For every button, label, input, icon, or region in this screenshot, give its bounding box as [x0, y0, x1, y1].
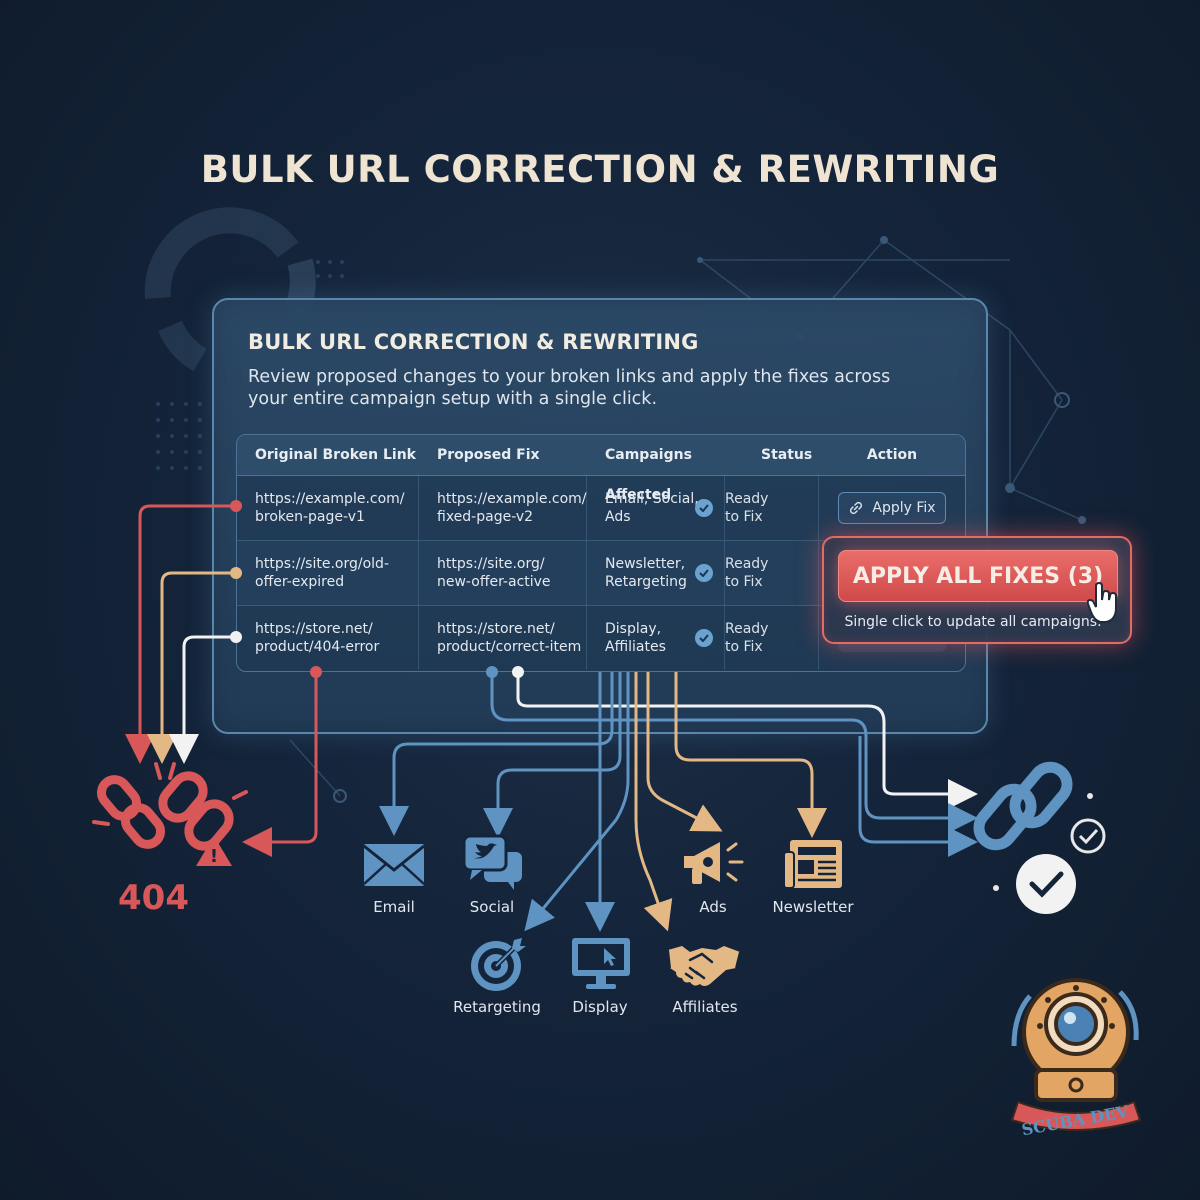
scuba-dev-logo: SCUBA DEV: [1010, 978, 1142, 1139]
panel-title: BULK URL CORRECTION & REWRITING: [248, 330, 699, 354]
apply-all-fixes-button[interactable]: APPLY ALL FIXES (3): [838, 550, 1118, 602]
channel-social-label: Social: [469, 898, 515, 916]
original-link[interactable]: https://example.com/ broken-page-v1: [255, 491, 405, 525]
proposed-fix-link[interactable]: https://example.com/ fixed-page-v2: [437, 491, 587, 525]
handshake-icon: [667, 946, 741, 986]
megaphone-icon: [684, 842, 744, 884]
channel-retargeting-label: Retargeting: [453, 998, 541, 1016]
channel-ads-label: Ads: [699, 898, 727, 916]
envelope-icon: [363, 844, 425, 886]
channel-email-label: Email: [373, 898, 415, 916]
status-badge: Ready to Fix: [725, 491, 769, 525]
error-code-404: 404: [118, 878, 189, 918]
target-icon: [471, 938, 526, 991]
table-row: https://store.net/ product/404-error htt…: [237, 606, 965, 670]
monitor-icon: [572, 938, 630, 989]
svg-text:!: !: [210, 846, 218, 867]
campaigns-affected: Display, Affiliates: [605, 621, 666, 655]
apply-fix-button[interactable]: Apply Fix: [838, 492, 946, 524]
check-circle-icon: [695, 629, 713, 647]
channel-display-label: Display: [572, 998, 628, 1016]
url-correction-panel: BULK URL CORRECTION & REWRITING Review p…: [212, 298, 988, 734]
campaigns-affected: Newsletter, Retargeting: [605, 556, 687, 590]
status-badge: Ready to Fix: [725, 556, 769, 590]
original-link[interactable]: https://site.org/old- offer-expired: [255, 556, 389, 590]
panel-description: Review proposed changes to your broken l…: [248, 367, 891, 409]
page-title: BULK URL CORRECTION & REWRITING: [200, 148, 1000, 191]
campaigns-affected: Email, Social, Ads: [605, 491, 699, 525]
apply-all-callout: APPLY ALL FIXES (3) Single click to upda…: [822, 536, 1132, 644]
original-link[interactable]: https://store.net/ product/404-error: [255, 621, 380, 655]
chat-bubbles-icon: [462, 834, 522, 890]
broken-link-icon: !: [92, 762, 248, 867]
status-badge: Ready to Fix: [725, 621, 769, 655]
hand-cursor-icon: [1086, 581, 1120, 628]
proposed-fix-link[interactable]: https://site.org/ new-offer-active: [437, 556, 551, 590]
link-icon: [848, 500, 864, 516]
proposed-fix-link[interactable]: https://store.net/ product/correct-item: [437, 621, 582, 655]
newspaper-icon: [783, 840, 842, 889]
apply-fix-label: Apply Fix: [872, 500, 936, 516]
header-action: Action: [866, 447, 918, 463]
channel-affiliates-label: Affiliates: [672, 998, 738, 1016]
header-original-broken-link: Original Broken Link: [255, 447, 416, 463]
header-campaigns-affected: Campaigns Affected: [605, 447, 692, 503]
check-circle-icon: [695, 564, 713, 582]
table-header: Original Broken Link Proposed Fix Campai…: [237, 435, 965, 503]
apply-all-caption: Single click to update all campaigns.: [844, 614, 1102, 630]
check-circle-icon: [695, 499, 713, 517]
channel-newsletter-label: Newsletter: [772, 898, 854, 916]
table-row: https://example.com/ broken-page-v1 http…: [237, 476, 965, 541]
header-status: Status: [761, 447, 813, 463]
header-proposed-fix: Proposed Fix: [437, 447, 540, 463]
fixed-link-icon: [973, 761, 1106, 914]
